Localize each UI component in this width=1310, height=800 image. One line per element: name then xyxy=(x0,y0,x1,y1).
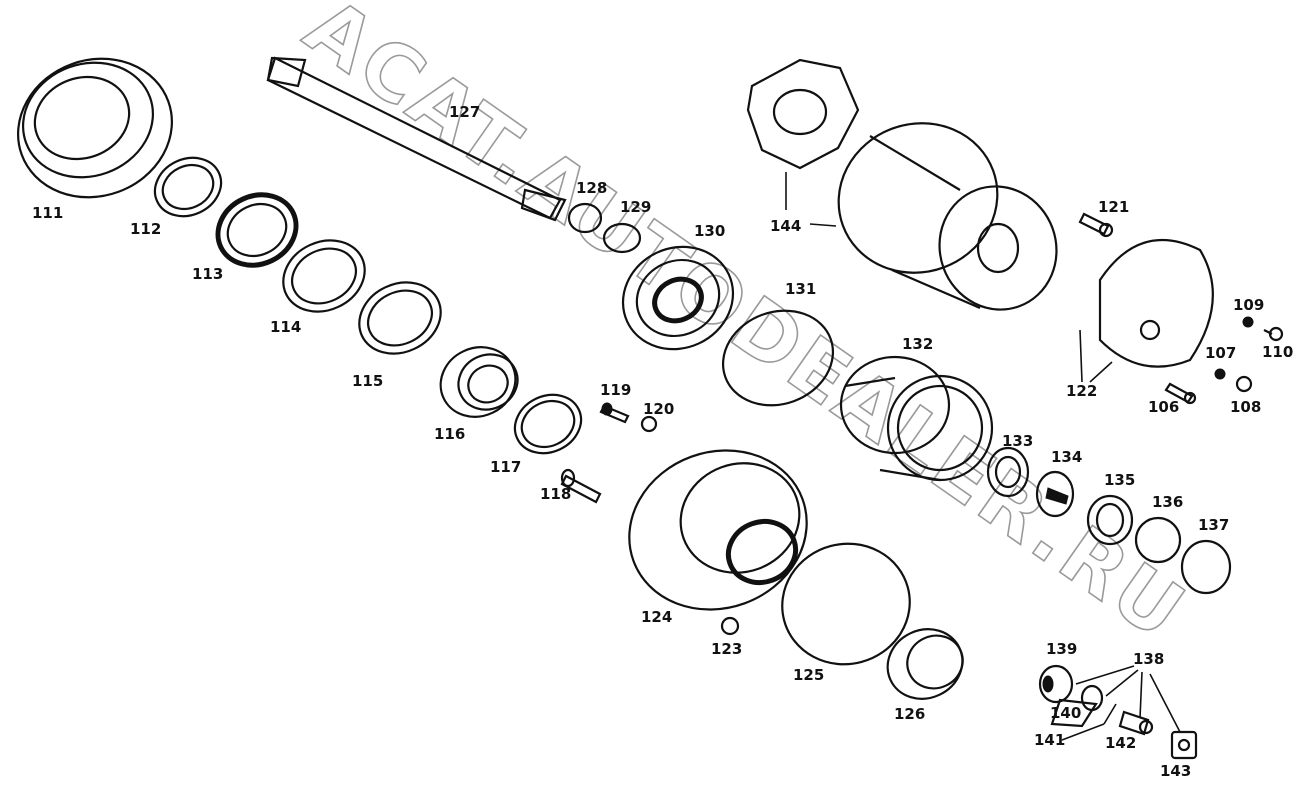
part-135-washer xyxy=(1086,494,1134,546)
label-109: 109 xyxy=(1233,296,1264,314)
part-142-pin xyxy=(1118,710,1154,736)
part-114-ring xyxy=(282,239,366,313)
part-115-ring xyxy=(358,281,442,355)
part-125-o-ring xyxy=(781,542,911,666)
part-119-bolt xyxy=(599,402,630,424)
label-124: 124 xyxy=(641,608,672,626)
part-124-hub xyxy=(628,449,808,611)
part-labels: 111 112 113 114 115 116 117 118 119 120 … xyxy=(32,103,1293,780)
part-139-planet-gear xyxy=(1038,664,1074,704)
part-121-bolt xyxy=(1078,212,1114,238)
part-141-bearing xyxy=(1050,698,1098,728)
part-111-cover xyxy=(17,57,173,199)
part-113-seal xyxy=(215,192,299,268)
label-142: 142 xyxy=(1105,734,1136,752)
label-133: 133 xyxy=(1002,432,1033,450)
part-118-bolt xyxy=(560,468,602,504)
label-134: 134 xyxy=(1051,448,1082,466)
label-116: 116 xyxy=(434,425,465,443)
part-117-ring xyxy=(513,393,583,455)
label-123: 123 xyxy=(711,640,742,658)
part-108-bolt xyxy=(1235,375,1253,393)
label-118: 118 xyxy=(540,485,571,503)
label-111: 111 xyxy=(32,204,63,222)
label-136: 136 xyxy=(1152,493,1183,511)
part-129-clip xyxy=(602,222,642,254)
label-131: 131 xyxy=(785,280,816,298)
label-138: 138 xyxy=(1133,650,1164,668)
label-106: 106 xyxy=(1148,398,1179,416)
label-115: 115 xyxy=(352,372,383,390)
part-107-washer xyxy=(1214,368,1226,380)
label-113: 113 xyxy=(192,265,223,283)
label-112: 112 xyxy=(130,220,161,238)
part-127-shaft xyxy=(266,56,567,222)
label-126: 126 xyxy=(894,705,925,723)
label-121: 121 xyxy=(1098,198,1129,216)
housing-body xyxy=(837,122,1058,311)
label-140: 140 xyxy=(1050,704,1081,722)
part-109-washer xyxy=(1242,316,1254,328)
part-131-snap-ring xyxy=(721,309,835,407)
part-116-bearing xyxy=(439,346,519,418)
part-126-bearing xyxy=(886,628,964,700)
label-122: 122 xyxy=(1066,382,1097,400)
label-107: 107 xyxy=(1205,344,1236,362)
label-120: 120 xyxy=(643,400,674,418)
part-137-snap-ring xyxy=(1180,539,1232,595)
part-143-plate xyxy=(1170,730,1198,760)
leader-lines xyxy=(785,172,1181,741)
label-128: 128 xyxy=(576,179,607,197)
label-114: 114 xyxy=(270,318,301,336)
label-137: 137 xyxy=(1198,516,1229,534)
part-110-bolt xyxy=(1263,326,1284,342)
part-112-ring xyxy=(153,156,223,218)
label-110: 110 xyxy=(1262,343,1293,361)
part-133-washer xyxy=(986,446,1030,498)
label-141: 141 xyxy=(1034,731,1065,749)
label-129: 129 xyxy=(620,198,651,216)
part-123-nut xyxy=(720,616,740,636)
label-130: 130 xyxy=(694,222,725,240)
label-119: 119 xyxy=(600,381,631,399)
label-132: 132 xyxy=(902,335,933,353)
part-130-flange xyxy=(621,245,735,351)
part-134-gear xyxy=(1035,470,1075,518)
label-143: 143 xyxy=(1160,762,1191,780)
part-144-carrier xyxy=(746,58,860,170)
label-127: 127 xyxy=(449,103,480,121)
part-120-nut xyxy=(640,415,658,433)
part-106-bolt xyxy=(1164,382,1197,405)
label-144: 144 xyxy=(770,217,801,235)
label-135: 135 xyxy=(1104,471,1135,489)
part-122-cover-plate xyxy=(1098,238,1214,368)
label-117: 117 xyxy=(490,458,521,476)
part-132-ring-gear xyxy=(839,355,994,482)
part-128-clip xyxy=(567,202,603,234)
part-136-ring xyxy=(1134,516,1182,564)
label-108: 108 xyxy=(1230,398,1261,416)
label-125: 125 xyxy=(793,666,824,684)
part-140-washer xyxy=(1080,684,1104,712)
label-139: 139 xyxy=(1046,640,1077,658)
